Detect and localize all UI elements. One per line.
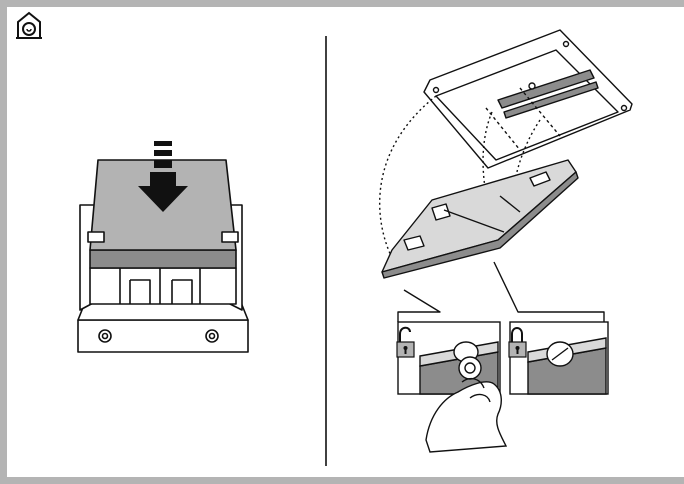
filter-panel-edge [381, 171, 579, 279]
insert-box-front [89, 249, 237, 269]
detail-unlocked [397, 321, 508, 453]
tray-assembly [77, 141, 249, 353]
locked-padlock-icon [508, 327, 527, 358]
callout-left [397, 289, 441, 322]
detail-locked [509, 321, 609, 395]
insert-down-arrow [138, 141, 188, 212]
lock-screw-loose [453, 341, 482, 380]
insert-notches [87, 231, 239, 243]
house-spiral-icon [16, 11, 42, 39]
tray-compartments [89, 267, 237, 305]
housing-frame-bars [497, 69, 599, 119]
screw-right [205, 329, 219, 343]
swing-path-outer [378, 95, 437, 263]
hood-assembly [378, 29, 633, 322]
compartment-dividers [119, 268, 201, 304]
screw-left [98, 329, 112, 343]
callout-right [493, 261, 605, 322]
hand-turning-screw [425, 381, 508, 453]
lock-screw-tight [546, 341, 574, 367]
unlocked-padlock-icon [396, 326, 415, 358]
